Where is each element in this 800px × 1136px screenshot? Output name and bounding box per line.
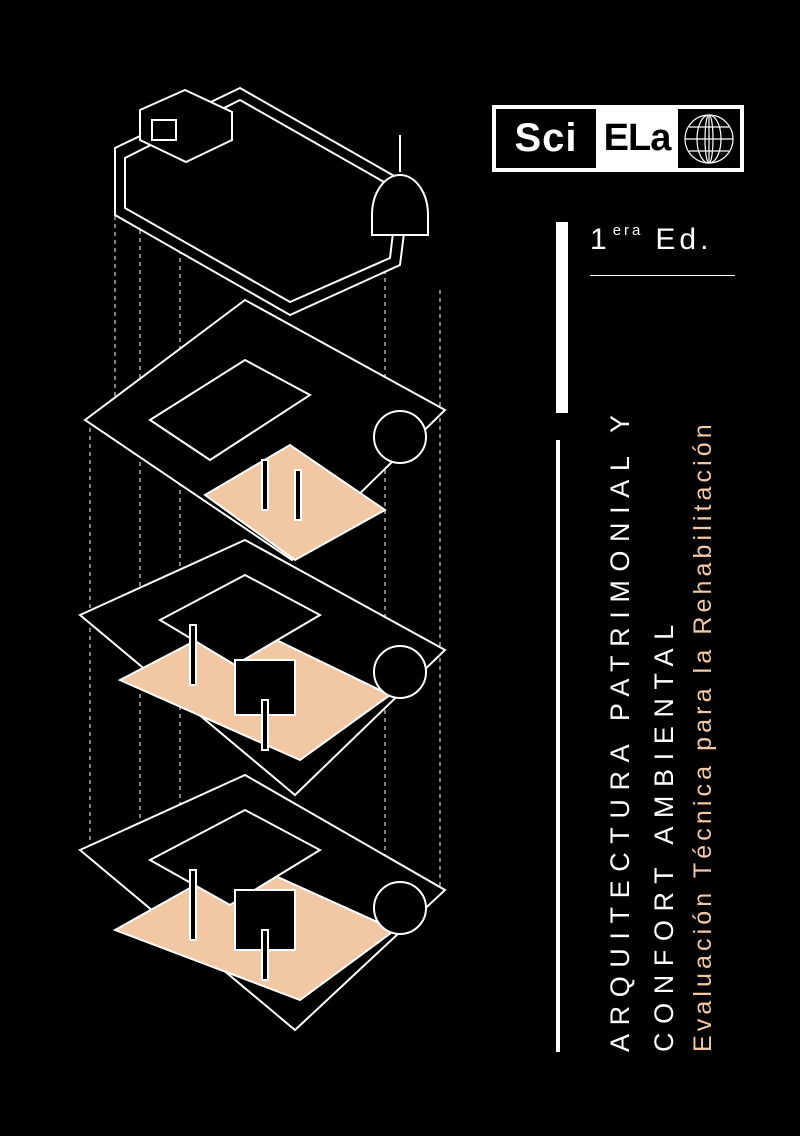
logo-text-ela: ELa [603,117,672,159]
floor-middle [78,538,447,797]
projection-lines [89,190,441,900]
exploded-isometric-building-illustration [78,86,447,1032]
edition-number: 1 [590,223,611,256]
decorative-bar [556,222,568,413]
roof-level [114,86,429,317]
title-line-1: ARQUITECTURA PATRIMONIAL Y [605,406,635,1052]
scielab-logo: Sci ELa [492,105,744,172]
edition-superscript: era [612,222,644,239]
title-line-2: CONFORT AMBIENTAL [649,616,679,1052]
divider [590,275,735,276]
floor-upper [83,298,447,562]
subtitle: Evaluación Técnica para la Rehabilitació… [689,420,717,1052]
logo-text-sci: Sci [496,109,596,168]
globe-icon [678,109,740,168]
decorative-line [556,440,560,1052]
book-title-block: ARQUITECTURA PATRIMONIAL Y CONFORT AMBIE… [598,406,720,1052]
floor-ground [78,773,447,1032]
edition-text: Ed. [655,223,713,256]
